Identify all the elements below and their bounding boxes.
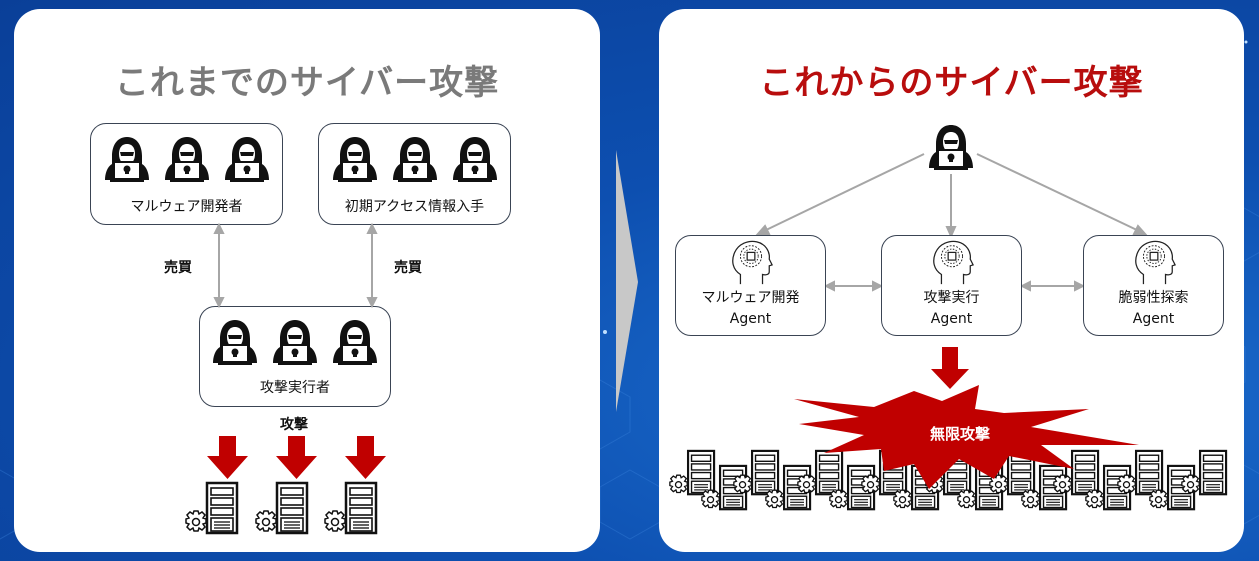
group-label: 初期アクセス情報入手 [344,199,485,215]
agent-suffix: Agent [729,311,772,327]
attack-arrow-down [345,436,386,479]
server-gear-icon [893,464,940,511]
server-gear-icon [324,481,378,535]
hacker-icon [222,134,272,184]
command-connector [763,153,925,232]
hacker-icon [390,134,440,184]
chevron-right-icon [616,150,638,412]
attack-arrow-down [931,347,969,389]
initial-access-brokers-group: 初期アクセス情報入手 [318,123,511,225]
server-gear-icon [1117,449,1164,496]
arrowhead [754,224,771,237]
agent-name: マルウェア開発 [701,290,800,306]
agent-malware-development: マルウェア開発 Agent [675,235,826,336]
arrowhead [823,280,835,292]
hacker-icon [210,317,260,367]
server-gear-icon [1149,464,1196,511]
trade-label: 売買 [164,260,192,276]
ai-brain-icon [1129,238,1179,286]
command-connector [976,153,1140,232]
hacker-icon [450,134,500,184]
arrowhead [1019,280,1031,292]
panel-title: これまでのサイバー攻撃 [114,63,500,103]
ai-brain-icon [927,238,977,286]
arrowhead [366,222,378,234]
server-gear-icon [797,449,844,496]
server-gear-icon [255,481,309,535]
group-label: マルウェア開発者 [130,199,243,215]
server-gear-icon [925,449,972,496]
hacker-icon [926,122,976,172]
server-gear-icon [957,464,1004,511]
server-gear-icon [1053,449,1100,496]
arrowhead [366,297,378,309]
attack-arrow-down [276,436,317,479]
agent-name: 脆弱性探索 [1118,290,1189,306]
agent-name: 攻撃実行 [923,290,980,306]
hacker-icon [330,317,380,367]
server-gear-icon [185,481,239,535]
server-gear-icon [1021,464,1068,511]
current-attacks-panel: これまでのサイバー攻撃 マルウェア開発者 初期アクセス情報入手 攻撃実行者 売買… [14,9,600,552]
arrowhead [872,280,884,292]
attack-label: 攻撃 [280,417,308,433]
server-gear-icon [701,464,748,511]
infinite-attack-label: 無限攻撃 [929,425,990,443]
group-label: 攻撃実行者 [260,380,330,396]
hacker-icon [270,317,320,367]
panel-title: これからのサイバー攻撃 [759,63,1144,103]
server-gear-icon [989,449,1036,496]
agent-suffix: Agent [930,311,973,327]
server-gear-icon [829,464,876,511]
arrowhead [1074,280,1086,292]
attack-executors-group: 攻撃実行者 [199,306,391,407]
arrowhead [213,297,225,309]
server-gear-icon [861,449,908,496]
server-gear-icon [765,464,812,511]
hacker-icon [102,134,152,184]
future-attacks-panel: これからのサイバー攻撃 マルウェア開発 Agent 攻撃実行 Agen [659,9,1244,552]
agent-vulnerability-discovery: 脆弱性探索 Agent [1083,235,1224,336]
arrowhead [1132,224,1149,237]
trade-label: 売買 [394,260,422,276]
agent-attack-execution: 攻撃実行 Agent [881,235,1022,336]
server-gear-icon [733,449,780,496]
server-gear-icon [1085,464,1132,511]
server-gear-icon [1181,449,1228,496]
attack-arrow-down [207,436,248,479]
malware-developers-group: マルウェア開発者 [90,123,283,225]
hacker-icon [330,134,380,184]
hacker-icon [162,134,212,184]
arrowhead [213,222,225,234]
ai-brain-icon [726,238,776,286]
agent-suffix: Agent [1132,311,1175,327]
server-gear-icon [669,449,716,496]
